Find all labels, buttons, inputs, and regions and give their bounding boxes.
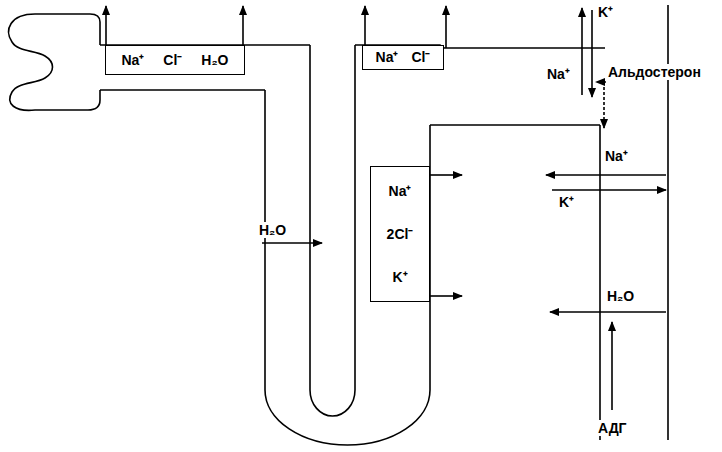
transport-box: Na⁺ Cl⁻ H₂O: [105, 45, 245, 75]
ion-label: Na⁺: [604, 148, 629, 164]
ion-label: H₂O: [201, 52, 228, 68]
descending-limb: [265, 45, 310, 390]
distal-tubule: [355, 45, 605, 125]
ion-label: Na⁺: [376, 49, 399, 65]
transport-arrows: [106, 6, 666, 410]
bowman-capsule: [9, 14, 100, 110]
ion-label: 2Cl⁻: [387, 226, 414, 242]
ion-label: H₂O: [606, 288, 635, 304]
ion-label: K⁺: [558, 194, 575, 210]
ion-label: Cl⁻: [163, 52, 182, 68]
ascending-limb: [355, 45, 430, 390]
ion-label: АДГ: [597, 420, 628, 436]
ion-label: Cl⁻: [411, 49, 430, 65]
ion-label: Na⁺: [546, 66, 571, 82]
proximal-tubule: [100, 45, 310, 90]
aldosterone-arrows: [596, 82, 606, 128]
transport-box: Na⁺ Cl⁻: [362, 45, 444, 70]
ion-label: Na⁺: [121, 52, 144, 68]
ion-label: H₂O: [258, 222, 287, 238]
transport-box: Na⁺ 2Cl⁻ K⁺: [370, 166, 430, 302]
ion-label: Na⁺: [389, 183, 412, 199]
ion-label: K⁺: [597, 4, 614, 20]
ion-label: K⁺: [392, 269, 407, 285]
loop-of-henle: [265, 390, 430, 445]
ion-label: Альдостерон: [607, 64, 702, 80]
